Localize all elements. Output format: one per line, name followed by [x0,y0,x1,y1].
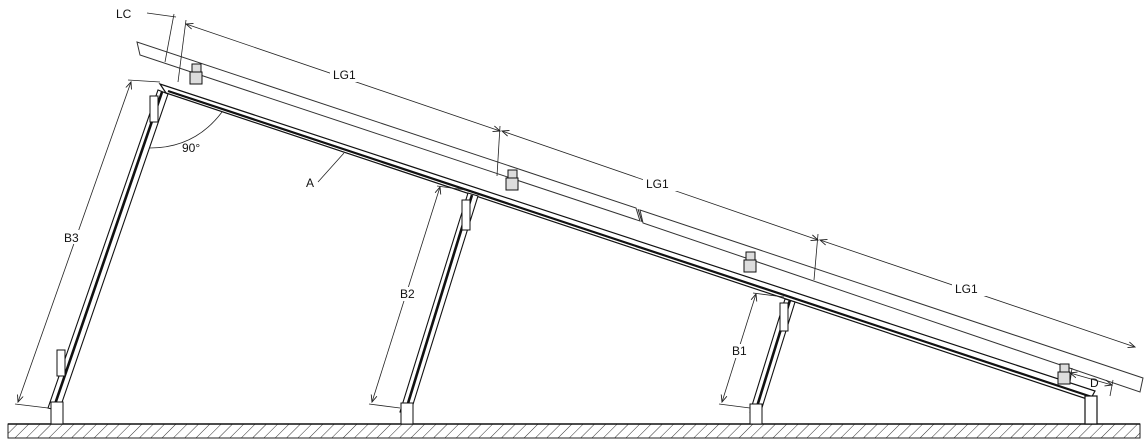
post-b3-edge [51,91,164,411]
dimension-b1: B1 [718,292,785,409]
rafter-beam [158,82,1096,401]
clamp-4 [1057,363,1071,385]
d-ext-right [1109,379,1114,397]
rafter-beam-inner-line [167,89,1093,399]
d-ext-left [1069,367,1073,384]
clamp-1-top [191,63,202,73]
b2-ext-top [436,185,467,191]
clamp-4-base [1057,371,1071,385]
solar-panels [136,41,1144,393]
post-b1-bracket [779,302,789,332]
angle-indicator: 90° [149,111,223,155]
b3-ext-bottom [14,403,49,409]
clamp-1 [189,63,203,85]
lc-extension-right [177,19,187,83]
b1-ext-top [752,292,785,298]
angle-label: 90° [182,141,200,155]
beam-leader [317,152,345,183]
lg1-first-label: LG1 [333,68,356,82]
post-b3-bracket-top [149,95,159,123]
b2-ext-bottom [368,403,401,409]
b2-label-bg [398,287,420,301]
post-b1-foot [749,403,763,425]
lc-leader [146,12,177,18]
d-label: D [1090,376,1099,390]
front-foot [1084,395,1098,425]
beam-label-group: A [306,152,345,190]
b1-label: B1 [732,344,747,358]
clamp-4-top [1059,363,1070,373]
dimension-lg1-third: LG1 [820,240,1135,347]
dimension-b3: B3 [14,79,161,409]
dimension-b2: B2 [368,185,467,409]
dimension-lg1-second: LG1 [502,131,819,281]
post-b2 [399,192,479,425]
clamp-2-top [507,169,518,179]
d-line [1070,373,1112,385]
clamp-1-base [189,71,203,85]
lg1-second-label: LG1 [646,177,669,191]
b2-label: B2 [400,287,415,301]
post-b3 [47,89,169,425]
ground [7,423,1141,439]
b3-ext-top [127,79,161,83]
b3-label: B3 [64,231,79,245]
lg1-second-label-bg [643,177,677,191]
lg1-first-label-bg [330,68,362,82]
dimension-lg1-first: LG1 [186,24,501,177]
clamp-2 [505,169,519,191]
solar-panel-1 [136,41,641,222]
post-b3-bracket-bottom [56,349,66,377]
ground-hatch [7,423,1141,439]
post-b1 [749,298,796,425]
post-b2-foot [400,402,414,425]
clamp-3-base [743,259,757,273]
clamp-2-base [505,177,519,191]
lc-extension-left [164,13,175,63]
dimension-d: D [1069,367,1114,397]
post-b2-bracket [461,199,471,231]
clamp-3-top [745,251,756,261]
lg1-first-ext-right [496,125,501,177]
clamp-3 [743,251,757,273]
beam-label: A [306,176,314,190]
lc-label: LC [116,7,132,21]
b3-label-bg [62,230,82,244]
angle-arc [149,111,223,149]
lg1-third-label-bg [952,282,986,296]
dimension-lc: LC [116,7,187,83]
lg1-third-label: LG1 [955,282,978,296]
post-b3-foot [50,401,64,425]
b1-label-bg [730,344,750,358]
lg1-second-ext-right [813,233,819,281]
b1-ext-bottom [718,403,751,409]
front-foot-post [1084,395,1098,425]
